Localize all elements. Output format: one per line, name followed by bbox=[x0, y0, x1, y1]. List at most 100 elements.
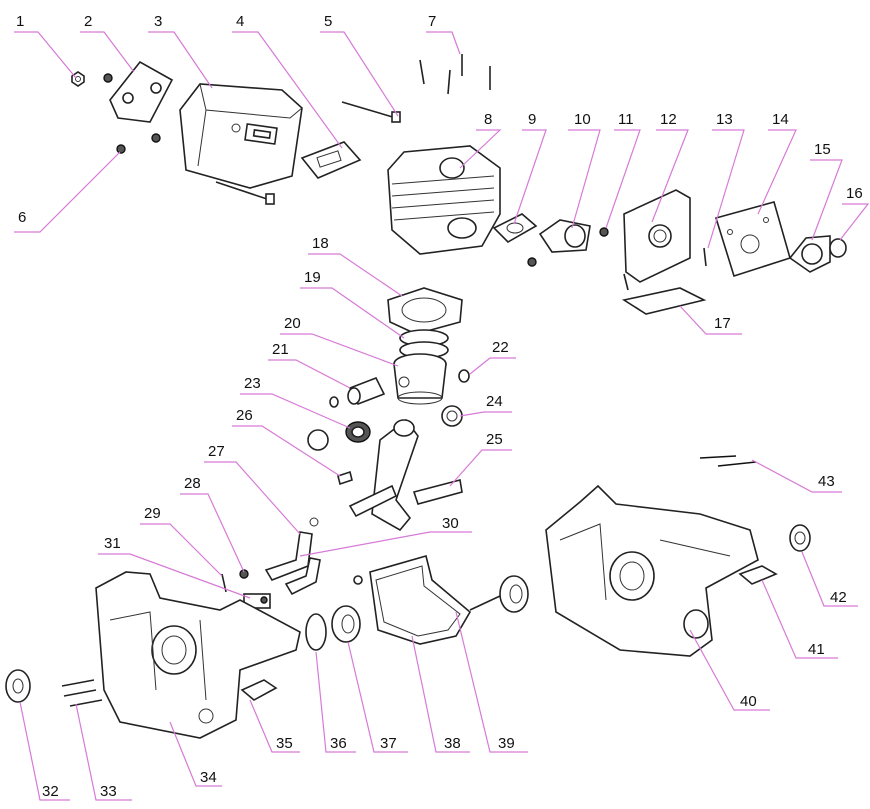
part-36-circlip bbox=[305, 613, 327, 651]
label-10: 10 bbox=[574, 111, 591, 128]
label-15: 15 bbox=[814, 141, 831, 158]
part-34-crankcase-left bbox=[95, 571, 301, 739]
label-24: 24 bbox=[486, 393, 503, 410]
callout-24: 24 bbox=[459, 393, 512, 417]
callout-19: 19 bbox=[300, 269, 405, 339]
label-35: 35 bbox=[276, 735, 293, 752]
label-21: 21 bbox=[272, 341, 289, 358]
callout-38: 38 bbox=[411, 635, 470, 753]
callout-6: 6 bbox=[14, 151, 121, 233]
part-27-hose bbox=[264, 517, 319, 581]
label-19: 19 bbox=[304, 269, 321, 286]
label-25: 25 bbox=[486, 431, 503, 448]
part-39-gasket bbox=[369, 555, 501, 645]
callout-23: 23 bbox=[240, 375, 351, 429]
callout-43: 43 bbox=[751, 459, 842, 493]
label-26: 26 bbox=[236, 407, 253, 424]
label-40: 40 bbox=[740, 693, 757, 710]
part-13-screw bbox=[703, 247, 707, 267]
label-30: 30 bbox=[442, 515, 459, 532]
callout-36: 36 bbox=[315, 651, 356, 753]
callout-10: 10 bbox=[568, 111, 601, 229]
label-39: 39 bbox=[498, 735, 515, 752]
label-1: 1 bbox=[16, 13, 24, 30]
label-18: 18 bbox=[312, 235, 329, 252]
part-23-needle-bearing bbox=[329, 396, 371, 443]
label-43: 43 bbox=[818, 473, 835, 490]
part-31-switch bbox=[243, 593, 271, 609]
part-12-carb-holder bbox=[623, 189, 691, 291]
callout-12: 12 bbox=[651, 111, 689, 223]
callout-26: 26 bbox=[232, 407, 341, 477]
label-28: 28 bbox=[184, 475, 201, 492]
part-24-oil-seal bbox=[307, 405, 463, 451]
callout-14: 14 bbox=[757, 111, 797, 215]
callout-29: 29 bbox=[140, 505, 223, 577]
label-32: 32 bbox=[42, 783, 59, 800]
label-23: 23 bbox=[244, 375, 261, 392]
label-13: 13 bbox=[716, 111, 733, 128]
part-2-muffler-plate bbox=[103, 60, 174, 143]
part-15-flange bbox=[788, 235, 831, 273]
part-20-piston bbox=[393, 353, 447, 405]
part-3-muffler bbox=[179, 83, 303, 189]
label-16: 16 bbox=[846, 185, 863, 202]
callout-2: 2 bbox=[80, 13, 135, 73]
part-17-sheet bbox=[621, 287, 707, 315]
label-11: 11 bbox=[618, 111, 634, 128]
callout-17: 17 bbox=[679, 305, 742, 335]
label-9: 9 bbox=[528, 111, 536, 128]
callout-28: 28 bbox=[180, 475, 245, 573]
part-22-clip bbox=[458, 369, 470, 383]
part-5-bolt bbox=[215, 101, 401, 205]
callout-21: 21 bbox=[268, 341, 351, 389]
callout-37: 37 bbox=[347, 641, 408, 753]
label-29: 29 bbox=[144, 505, 161, 522]
label-41: 41 bbox=[808, 641, 825, 658]
callout-25: 25 bbox=[449, 431, 512, 487]
part-33-studs bbox=[61, 679, 103, 707]
label-38: 38 bbox=[444, 735, 461, 752]
callout-15: 15 bbox=[810, 141, 843, 241]
callout-40: 40 bbox=[689, 629, 770, 711]
part-1-nut bbox=[71, 71, 85, 87]
callout-22: 22 bbox=[469, 339, 516, 375]
callout-11: 11 bbox=[605, 111, 641, 229]
callout-9: 9 bbox=[513, 111, 547, 225]
part-42-oil-seal bbox=[789, 524, 811, 552]
label-42: 42 bbox=[830, 589, 847, 606]
part-8-cylinder bbox=[387, 145, 501, 255]
part-7-screws bbox=[419, 54, 491, 95]
callout-7: 7 bbox=[426, 13, 461, 55]
label-7: 7 bbox=[428, 13, 436, 30]
callout-35: 35 bbox=[249, 699, 300, 753]
part-43-studs bbox=[699, 455, 757, 467]
part-35-bracket bbox=[240, 679, 278, 701]
label-17: 17 bbox=[714, 315, 731, 332]
part-40-crankcase-right bbox=[499, 484, 759, 657]
callouts: 1 2 3 4 5 6 7 8 9 10 11 12 13 14 15 16 1… bbox=[14, 13, 870, 801]
part-9-gasket bbox=[492, 213, 538, 243]
label-37: 37 bbox=[380, 735, 397, 752]
callout-27: 27 bbox=[204, 443, 301, 535]
callout-16: 16 bbox=[839, 185, 870, 241]
label-20: 20 bbox=[284, 315, 301, 332]
callout-33: 33 bbox=[75, 703, 132, 801]
part-10-intake-manifold bbox=[527, 219, 591, 267]
label-12: 12 bbox=[660, 111, 677, 128]
part-41-bracket bbox=[738, 565, 778, 585]
label-8: 8 bbox=[484, 111, 492, 128]
callout-13: 13 bbox=[707, 111, 745, 249]
label-6: 6 bbox=[18, 209, 26, 226]
callout-20: 20 bbox=[280, 315, 399, 367]
label-33: 33 bbox=[100, 783, 117, 800]
label-5: 5 bbox=[324, 13, 332, 30]
callout-41: 41 bbox=[761, 579, 838, 659]
label-14: 14 bbox=[772, 111, 789, 128]
part-4-gasket bbox=[300, 141, 362, 179]
callout-34: 34 bbox=[169, 721, 222, 787]
callout-1: 1 bbox=[14, 13, 77, 79]
part-26-key bbox=[337, 470, 353, 486]
callout-8: 8 bbox=[459, 111, 502, 169]
